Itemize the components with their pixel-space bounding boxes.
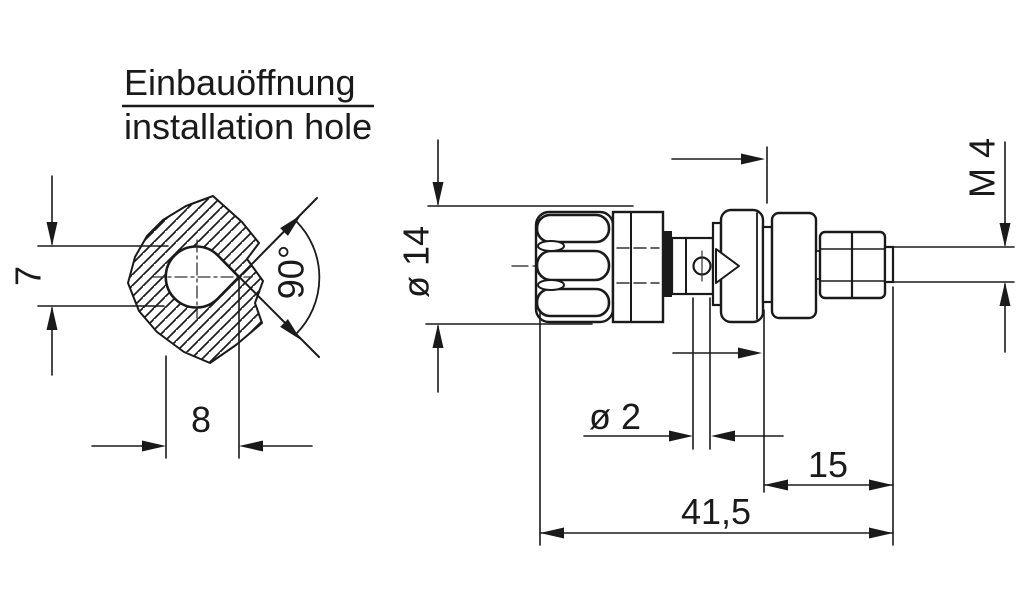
title-english: installation hole bbox=[124, 106, 372, 147]
title-german: Einbauöffnung bbox=[124, 62, 356, 103]
dim-thread-m4: M 4 bbox=[892, 138, 1015, 353]
screw-tip-cone bbox=[715, 248, 740, 284]
installation-hole-view: 90° 7 8 bbox=[8, 175, 321, 459]
angle-dimension-arc bbox=[295, 220, 321, 335]
title-block: Einbauöffnung installation hole bbox=[122, 62, 374, 147]
dim-stud-length-label: 15 bbox=[808, 444, 848, 485]
collar-disk bbox=[770, 211, 818, 320]
mounting-face-arrow-top bbox=[671, 146, 768, 204]
hex-nuts bbox=[818, 230, 887, 300]
dim-wire-hole: ø 2 bbox=[583, 297, 784, 450]
angle-arrow-upper bbox=[280, 215, 301, 236]
dim-height-label: 7 bbox=[8, 266, 49, 286]
dim-width-8: 8 bbox=[91, 276, 313, 459]
thread-band bbox=[663, 231, 672, 297]
flat-washer bbox=[761, 225, 774, 304]
angle-arrow-lower bbox=[280, 319, 301, 340]
knob-skirt bbox=[611, 210, 665, 324]
dim-overall-length: 41,5 bbox=[539, 309, 894, 546]
main-body bbox=[715, 208, 765, 324]
binding-post-view: M 4 ø 14 ø bbox=[396, 138, 1015, 546]
dim-knob-diameter: ø 14 bbox=[396, 139, 634, 393]
dim-overall-length-label: 41,5 bbox=[681, 491, 751, 532]
dim-height-7: 7 bbox=[8, 175, 169, 376]
knurled-knob bbox=[534, 210, 615, 324]
angle-leg-upper bbox=[217, 197, 318, 299]
dim-stud-length: 15 bbox=[763, 286, 894, 546]
dim-angle-label: 90° bbox=[271, 245, 312, 299]
wire-hole-neck bbox=[670, 236, 715, 296]
dim-knob-diameter-label: ø 14 bbox=[396, 226, 437, 298]
dim-width-label: 8 bbox=[191, 399, 211, 440]
dim-thread-label: M 4 bbox=[962, 138, 1003, 198]
dim-wire-hole-label: ø 2 bbox=[589, 396, 641, 437]
angle-leg-lower bbox=[217, 255, 320, 358]
mounting-face-arrow-bottom bbox=[672, 347, 762, 359]
stud-end bbox=[883, 245, 895, 284]
